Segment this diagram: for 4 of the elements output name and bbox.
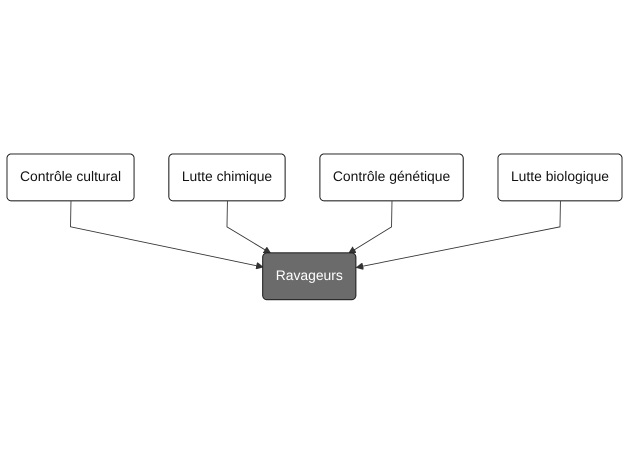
arrow: [70, 200, 264, 270]
arrow: [356, 200, 561, 270]
arrow: [348, 200, 392, 254]
arrow: [226, 200, 272, 254]
